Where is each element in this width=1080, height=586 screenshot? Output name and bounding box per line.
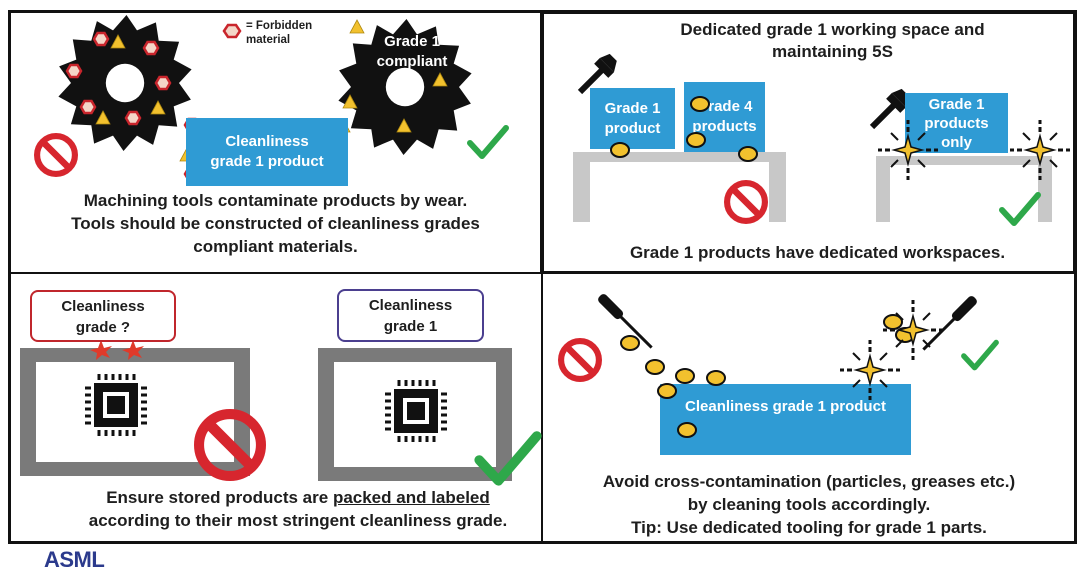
checkmark-icon: [467, 125, 509, 159]
caption-line: Machining tools contaminate products by …: [83, 191, 468, 210]
hammer-icon: [577, 53, 617, 95]
cleaning-tool-icon: [922, 296, 977, 351]
compliant-particle-icon: [396, 118, 412, 133]
sparkle-icon: [878, 120, 938, 180]
panel-cross-contamination: [541, 272, 1077, 544]
sparkle-icon: [1010, 120, 1070, 180]
panel-title: Dedicated grade 1 working space and: [680, 20, 985, 39]
grease-particle-icon: [706, 370, 726, 386]
caption-line: Tools should be constructed of cleanline…: [71, 214, 480, 233]
product-box: Cleanliness grade 1 product: [660, 384, 911, 455]
spark-icon: [90, 340, 144, 360]
grease-particle-icon: [677, 422, 697, 438]
compliant-particle-icon: [432, 72, 448, 87]
forbidden-material-legend: = Forbidden material: [246, 20, 313, 46]
grade1-only-box: Grade 1 products only: [905, 93, 1008, 153]
caption-underlined: packed and labeled: [332, 488, 490, 507]
grease-particle-icon: [690, 96, 710, 112]
panel-title: maintaining 5S: [772, 42, 893, 61]
forbidden-particle-icon: [65, 63, 83, 79]
prohibited-icon: [194, 409, 267, 482]
prohibited-icon: [558, 337, 603, 382]
sparkle-icon: [883, 300, 943, 360]
forbidden-particle-icon: [92, 31, 110, 47]
grease-particle-icon: [645, 359, 665, 375]
label-bubble-unknown: Cleanliness grade ?: [30, 290, 176, 342]
caption-line: compliant materials.: [193, 237, 358, 256]
workbench-dedicated: [876, 156, 1052, 222]
chip-icon: [85, 374, 147, 436]
caption-line: by cleaning tools accordingly.: [687, 495, 931, 514]
caption-line: Ensure stored products are packed and la…: [8, 486, 588, 509]
caption-line: Grade 1 products have dedicated workspac…: [629, 243, 1006, 262]
grade1-product-box: Grade 1 product: [590, 88, 675, 149]
hammer-icon: [869, 88, 909, 130]
forbidden-material-hex-icon: [222, 23, 242, 39]
forbidden-particle-icon: [79, 99, 97, 115]
compliant-particle-icon: [95, 110, 111, 125]
prohibited-icon: [724, 180, 769, 225]
storage-container-frame: [20, 348, 250, 476]
checkmark-icon: [474, 431, 542, 486]
workbench-shared: [573, 152, 786, 222]
compliant-particle-icon: [349, 19, 365, 34]
compliant-particle-icon: [342, 94, 358, 109]
forbidden-particle-icon: [154, 75, 172, 91]
chip-icon: [385, 380, 447, 442]
checkmark-icon: [961, 339, 999, 371]
grease-particle-icon: [657, 383, 677, 399]
panel-storage: [8, 272, 543, 544]
grease-particle-icon: [620, 335, 640, 351]
compliant-particle-icon: [110, 34, 126, 49]
grease-particle-icon: [686, 132, 706, 148]
gear-compliant-icon: [338, 19, 472, 155]
grease-particle-icon: [610, 142, 630, 158]
caption-text: Ensure stored products are: [106, 488, 333, 507]
label-bubble-grade1: Cleanliness grade 1: [337, 289, 484, 342]
prohibited-icon: [34, 133, 79, 178]
product-box: Cleanliness grade 1 product: [186, 118, 348, 186]
forbidden-particle-icon: [142, 40, 160, 56]
forbidden-particle-icon: [124, 110, 142, 126]
checkmark-icon: [999, 192, 1041, 226]
cleaning-tool-icon: [598, 294, 653, 349]
gear-compliant-label: Grade 1 compliant: [376, 33, 448, 70]
compliant-particle-icon: [150, 100, 166, 115]
caption-line: Tip: Use dedicated tooling for grade 1 p…: [631, 518, 987, 537]
caption-line: according to their most stringent cleanl…: [88, 511, 508, 530]
grease-particle-icon: [675, 368, 695, 384]
grease-particle-icon: [738, 146, 758, 162]
asml-logo: ASML: [44, 547, 105, 572]
sparkle-icon: [840, 340, 900, 400]
caption-line: Avoid cross-contamination (particles, gr…: [602, 472, 1016, 491]
